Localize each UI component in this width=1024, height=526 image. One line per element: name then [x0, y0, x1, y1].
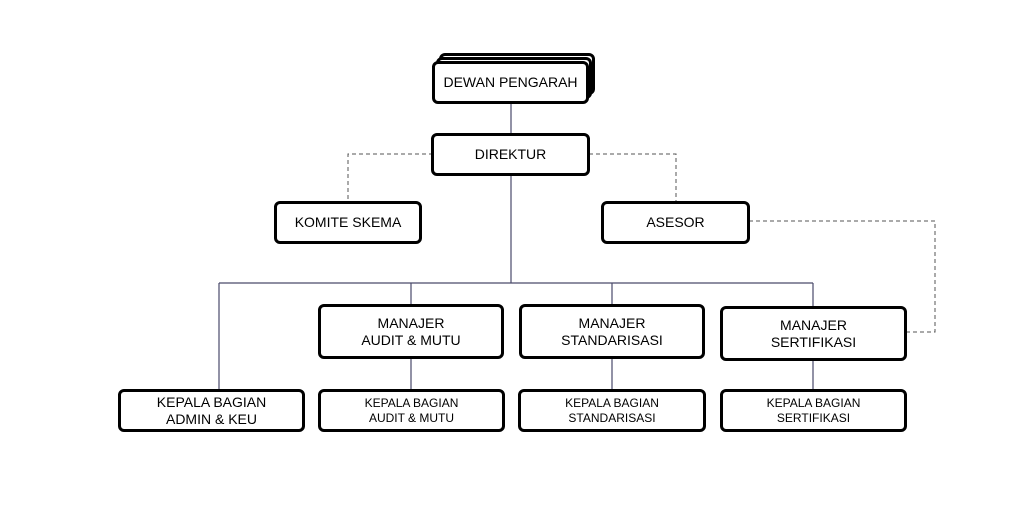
node-kabag-admin-keu[interactable]: KEPALA BAGIAN ADMIN & KEU — [118, 389, 305, 432]
komite-skema-label: KOMITE SKEMA — [294, 214, 402, 231]
asesor-label: ASESOR — [646, 214, 705, 231]
node-direktur[interactable]: DIREKTUR — [431, 133, 590, 176]
manajer-audit-line2: AUDIT & MUTU — [361, 331, 461, 348]
dashed-direktur-asesor — [589, 153, 677, 203]
kabag-audit-line1: KEPALA BAGIAN — [364, 396, 459, 411]
dashed-direktur-komite — [347, 153, 433, 203]
manajer-standarisasi-line2: STANDARISASI — [561, 331, 663, 348]
node-komite-skema[interactable]: KOMITE SKEMA — [274, 201, 422, 244]
manajer-audit-line1: MANAJER — [377, 314, 445, 331]
kabag-audit-line2: AUDIT & MUTU — [368, 410, 455, 425]
dewan-pengarah-label: DEWAN PENGARAH — [443, 74, 578, 91]
kabag-standarisasi-line1: KEPALA BAGIAN — [565, 396, 659, 411]
manajer-standarisasi-line1: MANAJER — [578, 314, 646, 331]
node-manajer-standarisasi[interactable]: MANAJER STANDARISASI — [519, 304, 705, 359]
kabag-admin-line2: ADMIN & KEU — [165, 410, 257, 427]
node-kabag-standarisasi[interactable]: KEPALA BAGIAN STANDARISASI — [518, 389, 706, 432]
node-asesor[interactable]: ASESOR — [601, 201, 750, 244]
node-manajer-sertifikasi[interactable]: MANAJER SERTIFIKASI — [720, 306, 907, 361]
direktur-label: DIREKTUR — [474, 146, 547, 163]
node-dewan-pengarah[interactable]: DEWAN PENGARAH — [432, 61, 589, 104]
manajer-sertifikasi-line1: MANAJER — [780, 316, 847, 333]
node-kabag-audit-mutu[interactable]: KEPALA BAGIAN AUDIT & MUTU — [318, 389, 505, 432]
node-kabag-sertifikasi[interactable]: KEPALA BAGIAN SERTIFIKASI — [720, 389, 907, 432]
kabag-admin-line1: KEPALA BAGIAN — [156, 393, 267, 410]
manajer-sertifikasi-line2: SERTIFIKASI — [770, 333, 857, 350]
kabag-standarisasi-line2: STANDARISASI — [568, 410, 656, 425]
kabag-sertifikasi-line2: SERTIFIKASI — [776, 410, 851, 425]
node-manajer-audit-mutu[interactable]: MANAJER AUDIT & MUTU — [318, 304, 504, 359]
dashed-asesor-sertifikasi — [749, 220, 936, 333]
kabag-sertifikasi-line1: KEPALA BAGIAN — [766, 396, 861, 411]
